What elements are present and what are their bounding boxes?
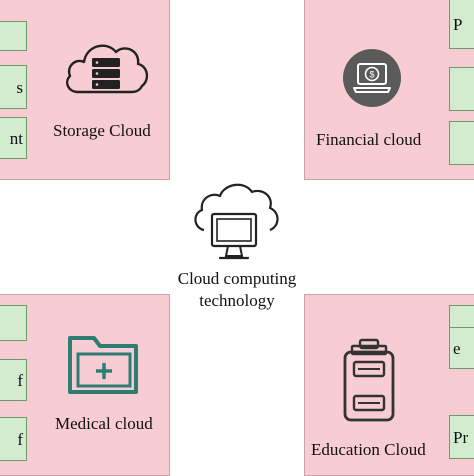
education-cloud-label: Education Cloud [311, 440, 426, 459]
storage-box-2: s [0, 65, 27, 109]
financial-cloud-label: Financial cloud [316, 130, 422, 149]
cloud-server-icon [66, 44, 149, 94]
folder-plus-icon [68, 336, 138, 394]
storage-cloud-label: Storage Cloud [53, 121, 151, 140]
center-label-line2: technology [199, 291, 275, 310]
financial-box-2 [449, 67, 474, 111]
storage-box-3: nt [0, 117, 27, 159]
storage-box-1 [0, 21, 27, 51]
laptop-dollar-icon: $ [343, 49, 401, 107]
medical-box-1 [0, 305, 27, 341]
cloud-monitor-icon [194, 183, 279, 260]
education-cloud-panel: e Pr [304, 294, 474, 476]
financial-box-1: P [449, 0, 474, 49]
medical-box-2: f [0, 359, 27, 401]
medical-box-3: f [0, 417, 27, 461]
financial-box-3 [449, 121, 474, 165]
svg-text:$: $ [369, 70, 374, 80]
center-label-line1: Cloud computing [177, 269, 297, 288]
medical-cloud-label: Medical cloud [55, 414, 153, 433]
education-box-2: e [449, 327, 474, 369]
clipboard-icon [343, 338, 395, 422]
education-box-3: Pr [449, 415, 474, 459]
storage-cloud-panel: s nt [0, 0, 170, 180]
